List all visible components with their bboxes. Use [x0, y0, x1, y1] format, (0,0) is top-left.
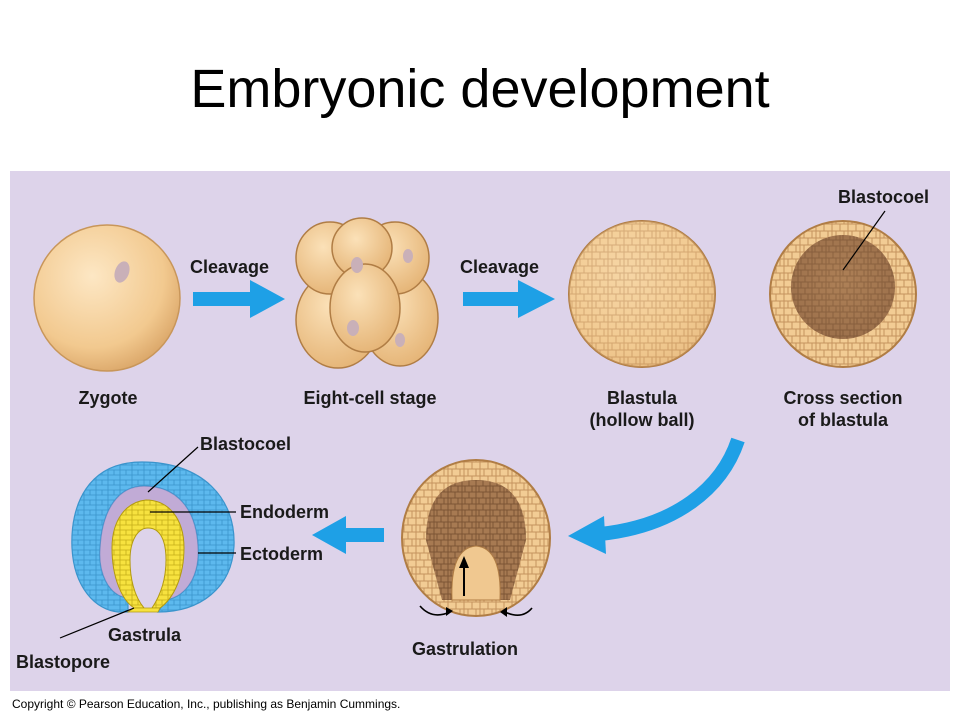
zygote-illustration: [33, 224, 181, 372]
blastula-label-line2: (hollow ball): [589, 410, 695, 430]
curved-arrow-to-gastrulation: [568, 437, 745, 554]
blastocoel-bottom-label: Blastocoel: [200, 434, 292, 454]
cross-section-label-line2: of blastula: [797, 410, 888, 430]
arrow-to-gastrula: [312, 516, 384, 554]
cleavage-label-1: Cleavage: [190, 257, 270, 277]
blastula-cross-section-illustration: [769, 220, 917, 368]
blastopore-label: Blastopore: [16, 652, 111, 672]
eight-cell-label: Eight-cell stage: [303, 388, 437, 408]
gastrula-label: Gastrula: [108, 625, 182, 645]
copyright-notice: Copyright © Pearson Education, Inc., pub…: [12, 697, 401, 711]
zygote-label: Zygote: [78, 388, 138, 408]
eight-cell-illustration: [295, 217, 439, 369]
blastula-illustration: [568, 220, 716, 368]
cross-section-label-line1: Cross section: [783, 388, 903, 408]
ectoderm-label: Ectoderm: [240, 544, 324, 564]
blastopore-leader: [59, 607, 135, 639]
gastrula-illustration: [71, 461, 235, 613]
cleavage-arrow-2: [463, 280, 555, 318]
blastocoel-top-label: Blastocoel: [838, 187, 930, 207]
blastula-label-line1: Blastula: [606, 388, 678, 408]
gastrulation-illustration: [401, 459, 551, 617]
endoderm-label: Endoderm: [240, 502, 330, 522]
cleavage-arrow-1: [193, 280, 285, 318]
blastocoel-bottom-leader: [147, 446, 199, 493]
blastocoel-top-leader: [842, 210, 886, 271]
cleavage-label-2: Cleavage: [460, 257, 540, 277]
page-title: Embryonic development: [190, 59, 770, 119]
gastrulation-label: Gastrulation: [411, 639, 518, 659]
